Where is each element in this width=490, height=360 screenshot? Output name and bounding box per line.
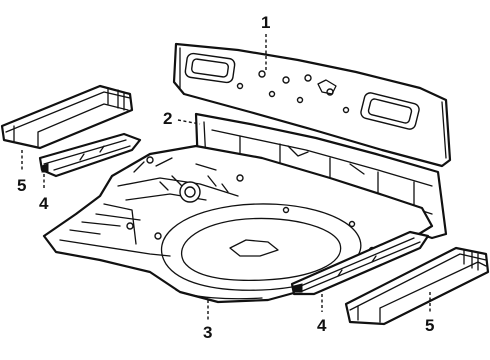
callout-4-right: 4: [317, 316, 327, 335]
callout-3: 3: [203, 323, 212, 342]
callout-5-left: 5: [17, 176, 26, 195]
callout-labels: 1 2 3 4 5 4 5: [17, 13, 434, 342]
left-bracket-part-4: [38, 132, 142, 178]
callout-1: 1: [261, 13, 270, 32]
callout-2: 2: [163, 109, 172, 128]
right-rail-part-5: [344, 246, 490, 326]
leader-line-2: [177, 119, 201, 125]
callout-4-left: 4: [39, 194, 49, 213]
left-rail-part-5: [0, 84, 134, 150]
right-bracket-part-4: [290, 230, 430, 296]
callout-5-right: 5: [425, 316, 434, 335]
rear-floor-pan-part: [42, 144, 434, 304]
rear-panel-part: [172, 42, 452, 168]
leader-lines: [21, 34, 431, 320]
